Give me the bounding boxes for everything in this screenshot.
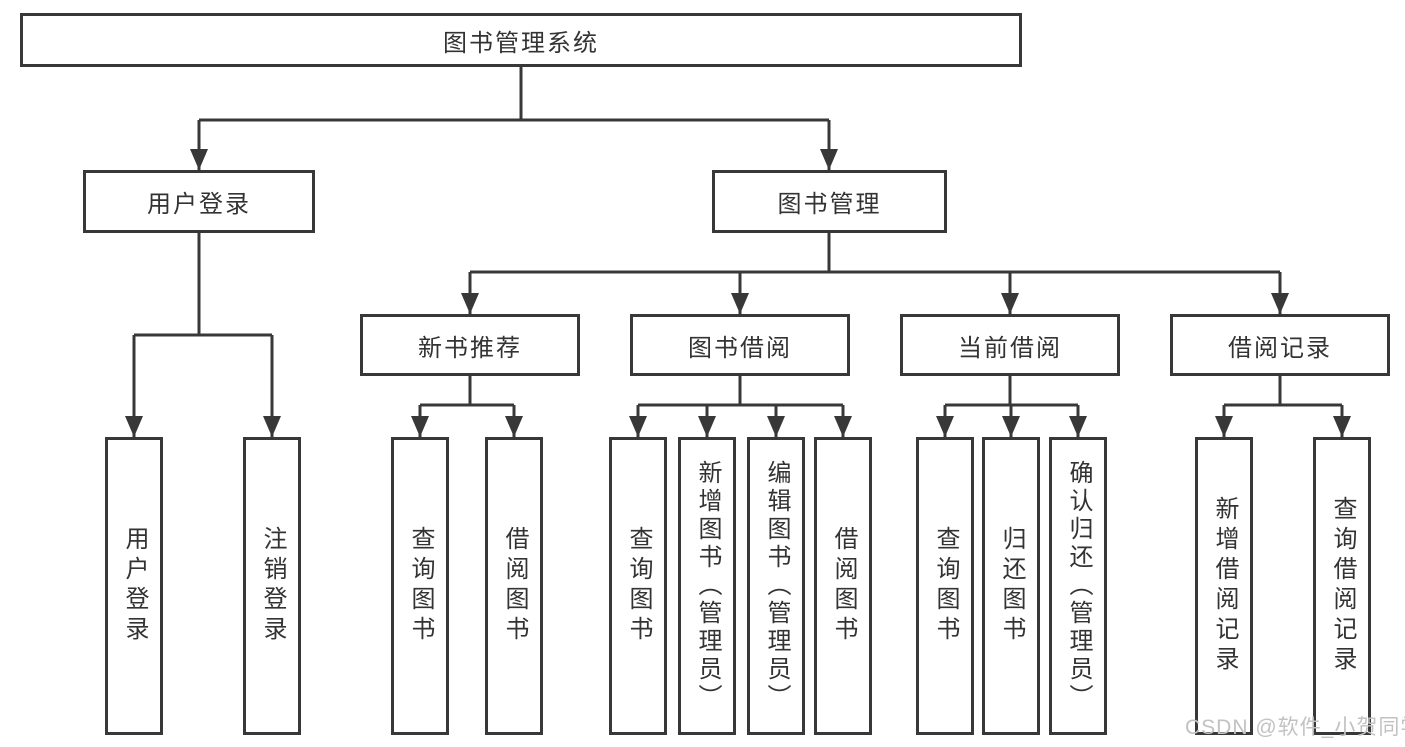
node-borrow-record: 借阅记录 bbox=[1170, 314, 1390, 376]
node-book-management: 图书管理 bbox=[712, 170, 947, 233]
node-leaf-edit-books-admin: 编辑图书（管理员） bbox=[747, 437, 805, 735]
node-leaf-query-books-newbook: 查询图书 bbox=[391, 437, 449, 735]
node-root: 图书管理系统 bbox=[20, 13, 1022, 67]
node-leaf-return-books: 归还图书 bbox=[982, 437, 1040, 735]
node-book-borrow-label: 图书借阅 bbox=[688, 334, 792, 362]
node-book-borrow: 图书借阅 bbox=[630, 314, 850, 376]
node-leaf-user-login-label: 用户登录 bbox=[121, 526, 148, 646]
node-new-book-recommend-label: 新书推荐 bbox=[418, 334, 522, 362]
node-leaf-add-borrow-record-label: 新增借阅记录 bbox=[1211, 496, 1238, 676]
node-leaf-borrow-books-newbook-label: 借阅图书 bbox=[501, 526, 528, 646]
node-borrow-record-label: 借阅记录 bbox=[1228, 334, 1332, 362]
node-leaf-add-borrow-record: 新增借阅记录 bbox=[1195, 437, 1253, 735]
node-user-login: 用户登录 bbox=[83, 170, 315, 233]
node-leaf-borrow-books-borrow-label: 借阅图书 bbox=[830, 526, 857, 646]
node-leaf-query-books-current: 查询图书 bbox=[916, 437, 974, 735]
node-leaf-borrow-books-borrow: 借阅图书 bbox=[814, 437, 872, 735]
node-root-label: 图书管理系统 bbox=[443, 29, 599, 57]
node-leaf-borrow-books-newbook: 借阅图书 bbox=[485, 437, 543, 735]
csdn-watermark: CSDN @软件_小贺同学 bbox=[1185, 716, 1405, 739]
node-leaf-user-login: 用户登录 bbox=[105, 437, 163, 735]
node-current-borrow: 当前借阅 bbox=[900, 314, 1120, 376]
node-current-borrow-label: 当前借阅 bbox=[958, 334, 1062, 362]
connector-lines bbox=[125, 67, 1351, 437]
node-leaf-query-borrow-record-label: 查询借阅记录 bbox=[1329, 496, 1356, 676]
node-leaf-query-books-borrow: 查询图书 bbox=[609, 437, 667, 735]
node-leaf-add-books-admin-label: 新增图书（管理员） bbox=[694, 460, 721, 712]
node-leaf-logout: 注销登录 bbox=[243, 437, 301, 735]
node-leaf-confirm-return-admin-label: 确认归还（管理员） bbox=[1065, 460, 1092, 712]
node-book-management-label: 图书管理 bbox=[777, 191, 882, 218]
node-leaf-confirm-return-admin: 确认归还（管理员） bbox=[1049, 437, 1107, 735]
node-leaf-add-books-admin: 新增图书（管理员） bbox=[678, 437, 736, 735]
node-user-login-label: 用户登录 bbox=[147, 191, 251, 218]
node-leaf-query-borrow-record: 查询借阅记录 bbox=[1313, 437, 1371, 735]
node-leaf-edit-books-admin-label: 编辑图书（管理员） bbox=[763, 460, 790, 712]
node-leaf-query-books-current-label: 查询图书 bbox=[932, 526, 959, 646]
node-leaf-query-books-borrow-label: 查询图书 bbox=[625, 526, 652, 646]
node-leaf-logout-label: 注销登录 bbox=[259, 526, 286, 646]
node-leaf-query-books-newbook-label: 查询图书 bbox=[407, 526, 434, 646]
node-new-book-recommend: 新书推荐 bbox=[360, 314, 580, 376]
node-leaf-return-books-label: 归还图书 bbox=[998, 526, 1025, 646]
